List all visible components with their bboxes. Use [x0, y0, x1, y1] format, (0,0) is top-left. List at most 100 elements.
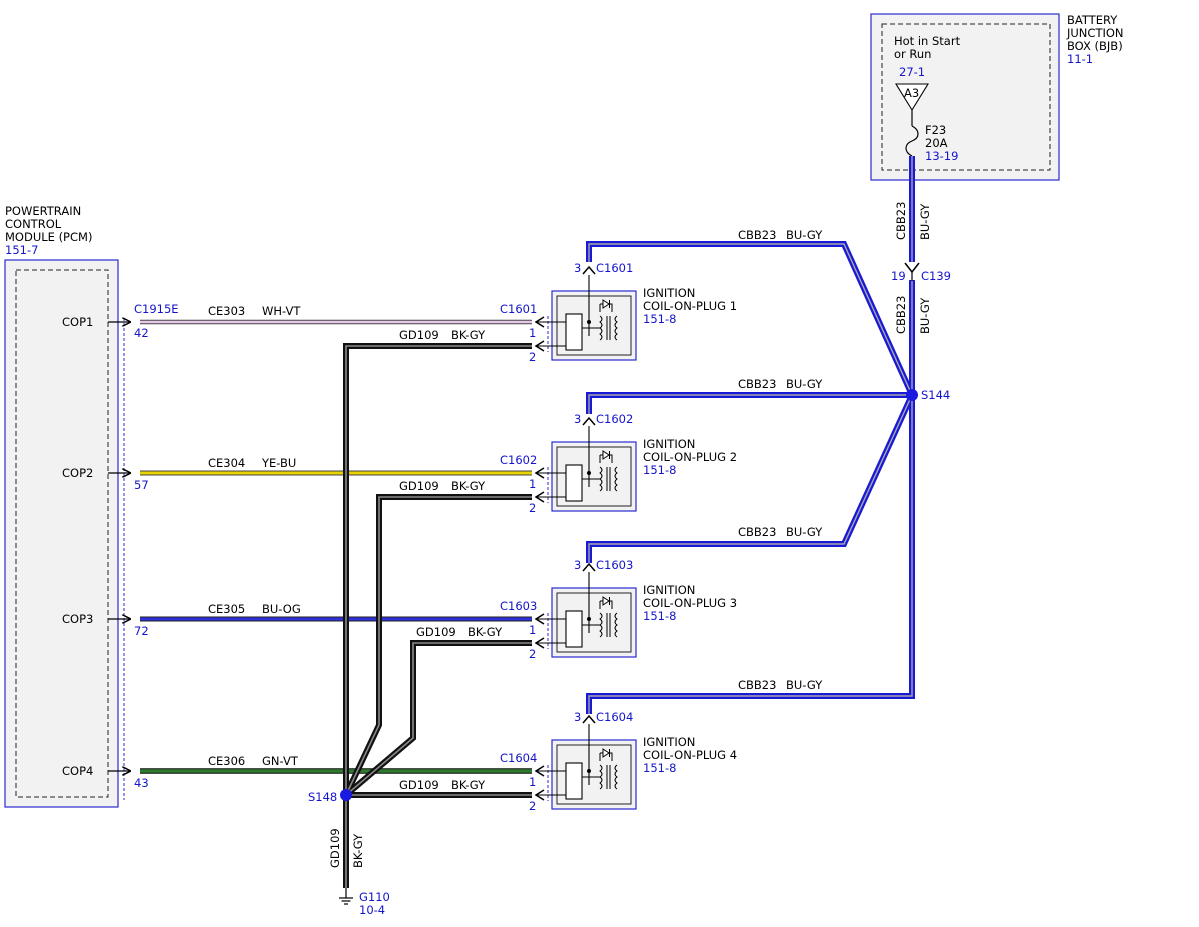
ground-splice-label[interactable]: S148 [308, 790, 337, 804]
coil-signal-connector-id[interactable]: C1601 [500, 302, 537, 316]
coil-secondary-winding-icon [614, 315, 618, 341]
bjb-hot-line-2: or Run [894, 47, 931, 61]
ground-symbol-icon [339, 888, 353, 905]
coil-driver-icon [565, 762, 583, 800]
feed-connector-c139[interactable] [904, 262, 920, 281]
coil-primary-winding-icon [599, 315, 603, 341]
wire-label-color: BU-GY [786, 377, 823, 391]
coil-signal-connector-id[interactable]: C1604 [500, 751, 537, 765]
coil-module-box[interactable] [551, 587, 637, 658]
pcm-pin-number[interactable]: 43 [134, 776, 149, 790]
wire-label-circuit: CBB23 [738, 525, 776, 539]
wire-label-color: BU-GY [786, 228, 823, 242]
coil-module-box[interactable] [551, 290, 637, 361]
bjb-title-line-3: BOX (BJB) [1067, 39, 1123, 53]
wire-label-color: BU-GY [786, 678, 823, 692]
pcm-pin-number[interactable]: 72 [134, 624, 149, 638]
coil-pin-3-number[interactable]: 3 [574, 558, 581, 572]
ground-point-label[interactable]: G110 [359, 890, 390, 904]
wire-label-circuit: GD109 [399, 328, 439, 342]
fuse-label: F23 [925, 123, 946, 137]
coil-pin-1-number[interactable]: 1 [529, 326, 536, 340]
coil-ref-link[interactable]: 151-8 [643, 312, 676, 326]
coil-secondary-winding-icon [614, 466, 618, 492]
coil-ref-link[interactable]: 151-8 [643, 761, 676, 775]
pcm-pin-number[interactable]: 42 [134, 326, 149, 340]
pcm-pin-label: COP3 [62, 612, 93, 626]
wire-label-circuit: GD109 [399, 778, 439, 792]
coil-module-box[interactable] [551, 441, 637, 512]
fuse-ref[interactable]: 13-19 [925, 149, 958, 163]
diode-icon [602, 299, 610, 309]
pcm-connector-id[interactable]: C1915E [134, 302, 179, 316]
pcm-title-line-2: CONTROL [5, 217, 62, 231]
bjb-title-line-2: JUNCTION [1066, 26, 1124, 40]
coil-pin-3-arrow-icon [582, 562, 596, 572]
coil-pin-2-number[interactable]: 2 [529, 799, 536, 813]
pcm-pin-cop1: COP1 42 [62, 315, 149, 340]
coil-feed-connector-id[interactable]: C1603 [596, 558, 633, 572]
coil-pin-3-number[interactable]: 3 [574, 412, 581, 426]
wire-label-circuit: CE305 [208, 602, 245, 616]
wire-label-color: BK-GY [468, 625, 503, 639]
fuse-rating: 20A [925, 136, 948, 150]
coil-pin-3-number[interactable]: 3 [574, 710, 581, 724]
ground-splice-s148[interactable] [340, 789, 352, 801]
coil-driver-icon [565, 610, 583, 648]
coil-pin-2-number[interactable]: 2 [529, 350, 536, 364]
bjb-ref-link[interactable]: 11-1 [1067, 52, 1093, 66]
wire-label-color: BU-GY [786, 525, 823, 539]
coil-pin-3-number[interactable]: 3 [574, 261, 581, 275]
bjb-hot-ref[interactable]: 27-1 [899, 65, 925, 79]
coil-title-line-1: IGNITION [643, 735, 695, 749]
diode-icon [602, 748, 610, 758]
coil-ref-link[interactable]: 151-8 [643, 463, 676, 477]
ground-wires[interactable] [343, 343, 532, 888]
bjb-hot-line-1: Hot in Start [894, 34, 961, 48]
bjb-module[interactable] [870, 13, 1060, 181]
coil-feed-connector-id[interactable]: C1602 [596, 412, 633, 426]
feed-connector-id[interactable]: C139 [921, 269, 951, 283]
coil-module-box[interactable] [551, 739, 637, 810]
pcm-ref-link[interactable]: 151-7 [5, 243, 38, 257]
wire-label-color: BK-GY [451, 328, 486, 342]
coil-pin-1-number[interactable]: 1 [529, 775, 536, 789]
feed-splice-label[interactable]: S144 [921, 388, 950, 402]
coil-inner-box [556, 592, 632, 653]
coil-pin-2-number[interactable]: 2 [529, 647, 536, 661]
ground-wire-color: BK-GY [351, 833, 365, 868]
coil-signal-connector-id[interactable]: C1603 [500, 599, 537, 613]
coil-pin-3-arrow-icon [582, 714, 596, 724]
wire-label-color: WH-VT [262, 304, 301, 318]
pcm-module[interactable]: POWERTRAIN CONTROL MODULE (PCM) 151-7 [4, 204, 119, 808]
pcm-pin-number[interactable]: 57 [134, 478, 149, 492]
wire-label-color: BK-GY [451, 479, 486, 493]
coil-feed-connector-id[interactable]: C1601 [596, 261, 633, 275]
coil-primary-winding-icon [599, 764, 603, 790]
pcm-pin-label: COP4 [62, 764, 93, 778]
coil-title-line-2: COIL-ON-PLUG 2 [643, 450, 737, 464]
coil-ref-link[interactable]: 151-8 [643, 609, 676, 623]
coil-title-line-1: IGNITION [643, 437, 695, 451]
coil-junction-dot [587, 617, 591, 621]
ground-point-ref[interactable]: 10-4 [359, 903, 385, 917]
coil-feed-connector-id[interactable]: C1604 [596, 710, 633, 724]
feed-wire-color-upper: BU-GY [918, 203, 932, 240]
pcm-pin-cop3: COP3 72 [62, 612, 149, 638]
feed-splice-s144[interactable] [906, 389, 918, 401]
coil-inner-box [556, 446, 632, 507]
coil-pin-1-number[interactable]: 1 [529, 477, 536, 491]
ground-wire-circuit: GD109 [328, 828, 342, 868]
wire-label-circuit: GD109 [399, 479, 439, 493]
coil-pin-2-number[interactable]: 2 [529, 501, 536, 515]
coil-pin-1-number[interactable]: 1 [529, 623, 536, 637]
feed-connector-pin[interactable]: 19 [891, 269, 906, 283]
wire-label-circuit: CBB23 [738, 678, 776, 692]
coil-signal-connector-id[interactable]: C1602 [500, 453, 537, 467]
coil-secondary-winding-icon [614, 612, 618, 638]
feed-wires[interactable] [586, 156, 915, 714]
